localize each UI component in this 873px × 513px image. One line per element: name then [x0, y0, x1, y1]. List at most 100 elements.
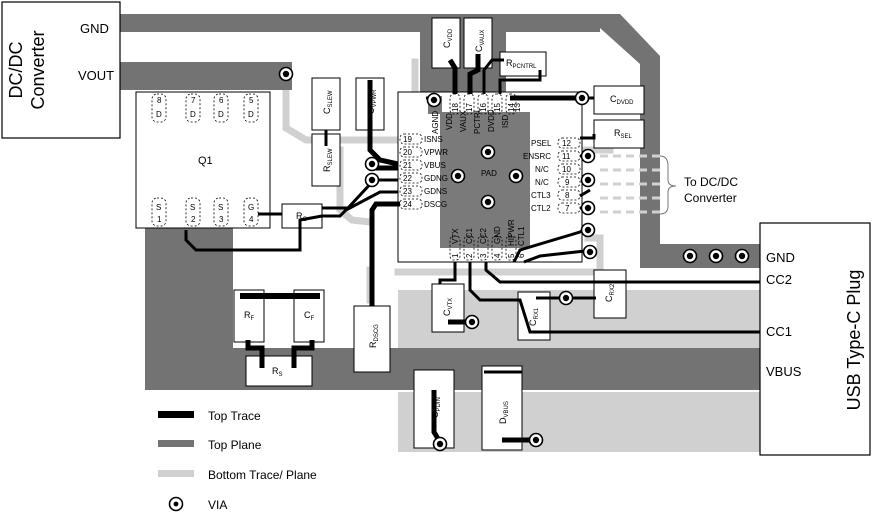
q1-pin2-num: 2 [191, 215, 196, 224]
trace-psel [580, 134, 596, 140]
bottom-layer [243, 290, 760, 452]
via [432, 436, 448, 452]
top-traces [184, 54, 760, 444]
q1-pin6-name: D [218, 110, 224, 119]
ic-pin4-num: 4 [493, 253, 502, 258]
via [580, 200, 596, 216]
ic-pin20-num: 20 [403, 148, 412, 157]
q1-pin-5 [243, 93, 259, 123]
rf-label: RF [244, 310, 255, 322]
q1-mosfet: Q1 8 D 7 D 6 D 5 D S 1 S 2 S 3 G [135, 91, 271, 229]
ic-pin14-num: 14 [507, 103, 516, 112]
dvbus-label: DVBUS [498, 401, 510, 424]
q1-pin7-num: 7 [191, 96, 196, 105]
ic-pin11-num: 11 [562, 152, 571, 161]
rs-box [245, 355, 313, 387]
ic-pin6-num: 6 [517, 253, 526, 258]
ic-pin12-num: 12 [562, 139, 571, 148]
top-plane-gnd-top [120, 14, 600, 32]
dcdc-outline [1, 1, 121, 139]
usbc-gnd-label: GND [766, 250, 795, 265]
trace-cf-rs [291, 340, 315, 368]
rsel-box [593, 119, 645, 149]
ic-pin2-name: CC1 [465, 227, 474, 244]
top-plane-vout [120, 62, 292, 90]
to-dcdc-lines [600, 154, 660, 214]
via [582, 244, 598, 260]
via [580, 222, 596, 238]
via [528, 432, 544, 448]
rslew-label: RSLEW [322, 148, 334, 172]
q1-pin8-name: D [156, 110, 162, 119]
via [558, 290, 574, 306]
ic-pin9-name: N/C [535, 178, 549, 187]
ic-pin19-num: 19 [403, 135, 412, 144]
trace-gdns [322, 190, 398, 218]
ic-pin8-num: 8 [565, 191, 570, 200]
usbc-cc1-label: CC1 [766, 324, 792, 339]
trace-vdd [447, 58, 458, 94]
q1-pin3-num: 3 [219, 215, 224, 224]
q1-pin-6 [213, 93, 229, 123]
dcdc-converter-block: DC/DC Converter GND VOUT [1, 1, 121, 139]
ic-pin22-name: GDNG [424, 174, 448, 183]
q1-pin-1 [151, 197, 167, 227]
ic-pin11-name: ENSRC [523, 152, 551, 161]
ic-pin8-name: CTL3 [531, 191, 551, 200]
component-labels: CVDD CVAUX RPCNTRL CDVDD RSEL CSLEW CVPW… [244, 28, 634, 424]
via [450, 168, 466, 184]
q1-pin5-num: 5 [249, 96, 254, 105]
trace-pctrl2 [498, 70, 542, 94]
q1-pin4-num: 4 [249, 215, 254, 224]
cvtx-label: CVTX [442, 298, 454, 316]
trace-cc1 [468, 262, 760, 334]
ic-pin3-name: CC2 [479, 227, 488, 244]
via [278, 66, 294, 82]
trace-gdng [322, 178, 398, 210]
q1-pin-8 [151, 93, 167, 123]
rpctrl-box [499, 51, 547, 77]
q1-pin8-num: 8 [157, 96, 162, 105]
ic-pin20-name: VPWR [424, 148, 448, 157]
trace-vaux [467, 54, 481, 94]
q1-pin-2 [185, 197, 201, 227]
rs-label: RS [272, 366, 283, 378]
trace-ctl3 [579, 188, 591, 198]
legend-via-icon [168, 496, 184, 512]
usbc-outline [759, 222, 871, 456]
ic-pin7-name: CTL2 [531, 204, 551, 213]
legend-top-plane-label: Top Plane [208, 438, 262, 452]
rdscg-box [353, 305, 391, 373]
via [734, 248, 750, 264]
ic-pin23-name: GDNS [424, 187, 447, 196]
q1-pin4-name: G [248, 203, 254, 212]
trace-vtx [438, 262, 457, 284]
ic-pin5-num: 5 [507, 253, 516, 258]
cslew-label: CSLEW [322, 90, 334, 114]
vias [278, 66, 750, 452]
q1-pin3-name: S [218, 203, 223, 212]
via [364, 156, 380, 172]
q1-pin-3 [213, 197, 229, 227]
ic-pin13-name: ISD [501, 114, 510, 128]
rpctrl-label: RPCNTRL [506, 58, 537, 70]
trace-vpwr [367, 80, 399, 167]
cvaux-label: CVAUX [474, 30, 486, 52]
via [480, 144, 496, 160]
legend: Top Trace Top Plane Bottom Trace/ Plane … [158, 409, 317, 512]
ic-pin16-num: 16 [479, 103, 488, 112]
dvbus-box [481, 365, 523, 451]
q1-pin1-name: S [156, 203, 161, 212]
dcdc-title-line1: DC/DC [6, 42, 26, 99]
via [426, 92, 442, 108]
ic-pin19-name: ISNS [424, 135, 443, 144]
dcdc-gnd-label: GND [80, 21, 109, 36]
crx2-label: CRX2 [604, 283, 616, 302]
usbc-title: USB Type-C Plug [844, 270, 864, 411]
via [508, 168, 524, 184]
cslew-box [311, 77, 341, 131]
q1-pin-4 [243, 197, 259, 227]
q1-pin7-name: D [190, 110, 196, 119]
ic-pin1-num: 1 [451, 253, 460, 258]
